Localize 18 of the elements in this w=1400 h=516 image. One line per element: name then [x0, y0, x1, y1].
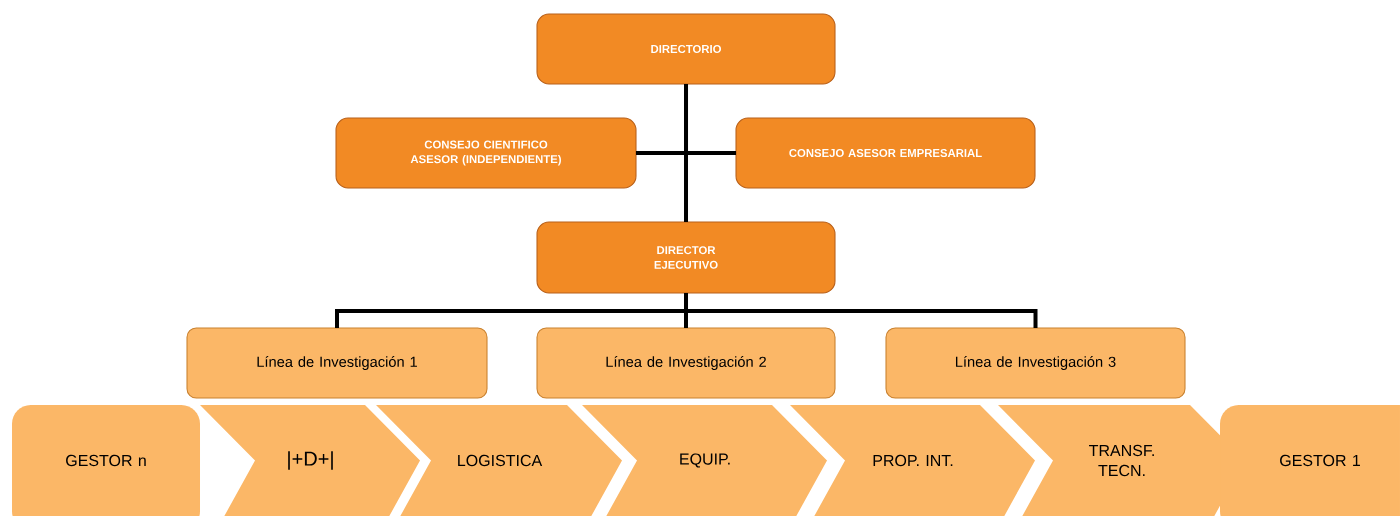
- board-box: DIRECTOR EJECUTIVO: [536, 221, 836, 294]
- board-box: DIRECTORIO: [536, 13, 836, 85]
- node-label: |+D+|: [288, 451, 333, 470]
- process-step: EQUIP.: [582, 405, 827, 516]
- node-label: EQUIP.: [680, 453, 730, 468]
- process-step: PROP. INT.: [790, 405, 1035, 516]
- node-label: GESTOR 1: [1280, 454, 1360, 467]
- node-label: PROP. INT.: [873, 454, 953, 467]
- connector-line: [684, 293, 1038, 328]
- board-box: CONSEJO ASESOR EMPRESARIAL: [735, 117, 1036, 189]
- process-step: |+D+|: [200, 405, 420, 516]
- manager-box: GESTOR 1: [1220, 405, 1400, 516]
- process-step: LOGISTICA: [376, 405, 622, 516]
- manager-box: GESTOR n: [12, 405, 200, 516]
- node-label: TRANSF. TECN.: [1089, 444, 1154, 477]
- node-label: LOGISTICA: [458, 454, 543, 467]
- board-box: CONSEJO CIENTIFICO ASESOR (INDEPENDIENTE): [335, 117, 637, 189]
- connector-line: [684, 84, 688, 222]
